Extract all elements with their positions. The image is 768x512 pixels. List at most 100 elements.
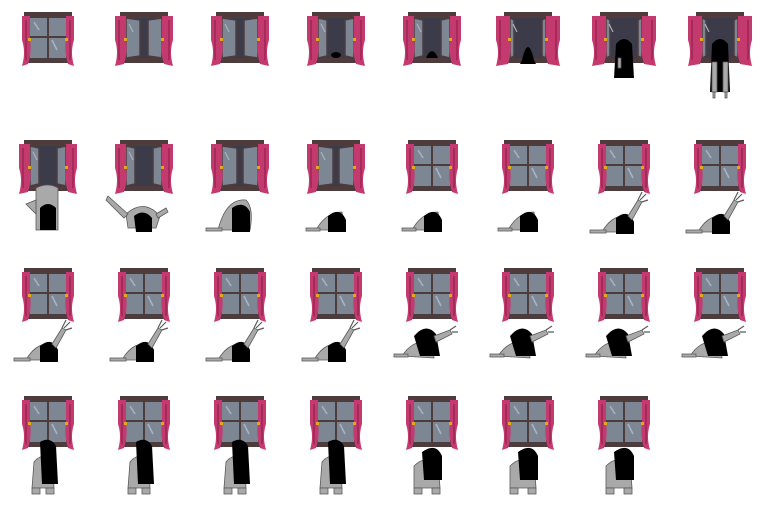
curtains bbox=[598, 144, 650, 194]
ghost-crouch bbox=[497, 211, 538, 232]
ghost-head-rising bbox=[426, 51, 438, 58]
sprite-frame bbox=[384, 256, 480, 384]
frame-graphic bbox=[406, 396, 458, 495]
sprite-frame bbox=[480, 128, 576, 256]
frame-graphic bbox=[109, 268, 170, 362]
sprite-frame bbox=[672, 0, 768, 128]
window-closed bbox=[502, 140, 554, 194]
curtains bbox=[403, 16, 461, 66]
frame-graphic bbox=[118, 396, 170, 495]
window-closed bbox=[310, 396, 362, 450]
frame-graphic bbox=[685, 140, 746, 234]
sprite-frame bbox=[480, 256, 576, 384]
frame-graphic bbox=[13, 268, 74, 362]
frame-graphic bbox=[205, 140, 269, 232]
window-closed bbox=[22, 268, 74, 322]
curtains bbox=[22, 400, 74, 450]
frame-graphic bbox=[305, 140, 365, 232]
ghost-standing-bent bbox=[413, 447, 442, 495]
frame-graphic bbox=[307, 12, 365, 66]
window-closing bbox=[211, 140, 269, 194]
curtains bbox=[307, 144, 365, 194]
sprite-frame bbox=[384, 384, 480, 512]
ghost-standing bbox=[127, 439, 154, 495]
curtains bbox=[307, 16, 365, 66]
curtains bbox=[118, 272, 170, 322]
frame-graphic bbox=[585, 268, 650, 359]
curtains bbox=[214, 400, 266, 450]
curtains bbox=[598, 272, 650, 322]
frame-graphic bbox=[393, 268, 458, 359]
frame-graphic bbox=[115, 12, 173, 66]
sprite-frame bbox=[672, 256, 768, 384]
curtains bbox=[406, 144, 458, 194]
frame-graphic bbox=[496, 12, 560, 66]
curtains bbox=[592, 16, 656, 66]
ghost-crawl-lunge bbox=[393, 325, 458, 359]
ghost-hanging-short bbox=[614, 39, 634, 78]
ghost-crouch-high bbox=[205, 199, 252, 232]
curtains bbox=[406, 400, 458, 450]
ghost-head-peek bbox=[331, 52, 341, 58]
sprite-frame bbox=[384, 128, 480, 256]
curtains bbox=[694, 144, 746, 194]
sprite-frame bbox=[192, 128, 288, 256]
sprite-frame bbox=[192, 384, 288, 512]
ghost-standing bbox=[31, 439, 58, 495]
window-open bbox=[115, 140, 173, 194]
ghost-hanging-body bbox=[25, 184, 59, 231]
sprite-frame bbox=[288, 256, 384, 384]
window-closed bbox=[502, 268, 554, 322]
window-closed bbox=[598, 140, 650, 194]
sprite-frame bbox=[480, 384, 576, 512]
sprite-frame bbox=[192, 256, 288, 384]
frame-graphic bbox=[688, 12, 752, 99]
sprite-frame bbox=[576, 0, 672, 128]
curtains bbox=[19, 144, 77, 194]
window-closed bbox=[598, 268, 650, 322]
window-closed bbox=[118, 268, 170, 322]
sprite-frame bbox=[576, 384, 672, 512]
curtains bbox=[688, 16, 752, 66]
ghost-crawl-reach bbox=[589, 191, 649, 234]
curtains bbox=[118, 400, 170, 450]
sprite-frame bbox=[480, 0, 576, 128]
frame-graphic bbox=[214, 396, 266, 495]
sprite-frame bbox=[288, 128, 384, 256]
sprite-frame bbox=[96, 384, 192, 512]
sprite-frame bbox=[96, 0, 192, 128]
window-closed bbox=[22, 12, 74, 66]
curtains bbox=[502, 400, 554, 450]
curtains bbox=[496, 16, 560, 66]
curtains bbox=[502, 272, 554, 322]
ghost-crawl-lunge bbox=[489, 325, 554, 359]
ghost-crawl-reach bbox=[205, 319, 265, 362]
frame-graphic bbox=[598, 396, 650, 495]
frame-graphic bbox=[403, 12, 461, 66]
window-opening bbox=[115, 12, 173, 66]
frame-graphic bbox=[401, 140, 458, 232]
frame-graphic bbox=[489, 268, 554, 359]
window-closed bbox=[214, 268, 266, 322]
frame-graphic bbox=[592, 12, 656, 78]
sprite-frame bbox=[384, 0, 480, 128]
frame-graphic bbox=[681, 268, 746, 359]
window-closed bbox=[310, 268, 362, 322]
frame-graphic bbox=[497, 140, 554, 232]
window-closing bbox=[307, 140, 365, 194]
frame-graphic bbox=[502, 396, 554, 495]
ghost-crawl-reach bbox=[301, 319, 361, 362]
sprite-frame bbox=[576, 256, 672, 384]
frame-graphic bbox=[205, 268, 266, 362]
frame-graphic bbox=[22, 12, 74, 66]
frame-graphic bbox=[301, 268, 362, 362]
ghost-flipping bbox=[105, 195, 169, 232]
frame-graphic bbox=[310, 396, 362, 495]
window-opening bbox=[211, 12, 269, 66]
window-closed bbox=[694, 268, 746, 322]
frame-graphic bbox=[22, 396, 74, 495]
sprite-frame bbox=[672, 128, 768, 256]
ghost-standing bbox=[319, 439, 346, 495]
curtains bbox=[214, 272, 266, 322]
